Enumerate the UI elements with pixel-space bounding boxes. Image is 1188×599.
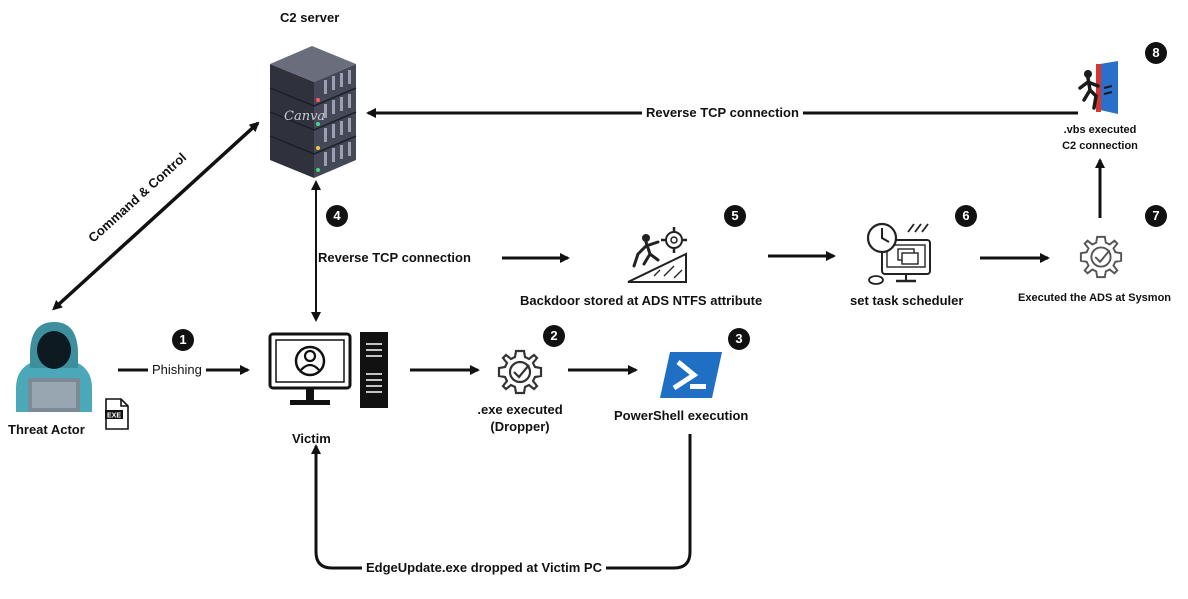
edge-label-reverse-tcp-top: Reverse TCP connection [642,105,803,120]
computer-icon [268,332,388,408]
climber-gear-icon [627,227,687,283]
edge-label-reverse-tcp-mid: Reverse TCP connection [318,250,471,265]
exe-file-icon: EXE [105,398,129,430]
edge-edgeupdate-loop [311,434,692,570]
task-scheduler-icon [866,222,931,285]
powershell-label: PowerShell execution [614,408,749,423]
step-badge-1: 1 [172,329,194,351]
step-badge-5: 5 [724,205,746,227]
step-badge-6: 6 [955,205,977,227]
backdoor-label: Backdoor stored at ADS NTFS attribute [520,293,763,308]
dropper-label-line2: (Dropper) [490,419,550,434]
powershell-icon [660,352,722,398]
gear-icon [1079,235,1123,279]
exit-door-icon [1078,61,1118,114]
step-badge-2: 2 [543,325,565,347]
step-badge-3: 3 [728,328,750,350]
step-badge-8: 8 [1145,42,1167,64]
sysmon-label: Executed the ADS at Sysmon [1018,292,1172,304]
edge-label-phishing: Phishing [148,362,206,377]
step-badge-4: 4 [326,205,348,227]
victim-label: Victim [292,431,331,446]
dropper-label-line1: .exe executed [477,402,563,417]
exe-file-tag: EXE [107,413,121,420]
server-brand: Canva [284,109,325,124]
step-badge-7: 7 [1145,205,1167,227]
task-scheduler-label: set task scheduler [850,293,964,308]
edge-command-control [52,121,260,311]
server-icon: Canva [269,46,357,178]
c2-server-label: C2 server [280,10,340,25]
hacker-icon [16,322,92,412]
vbs-label-line2: C2 connection [1062,140,1138,152]
gear-icon [497,349,543,395]
threat-actor-label: Threat Actor [8,422,85,437]
edge-label-edgeupdate: EdgeUpdate.exe dropped at Victim PC [362,560,606,575]
dropper-label: .exe executed (Dropper) [460,401,580,435]
vbs-label-line1: .vbs executed [1063,124,1137,136]
vbs-label: .vbs executed C2 connection [1040,122,1160,154]
